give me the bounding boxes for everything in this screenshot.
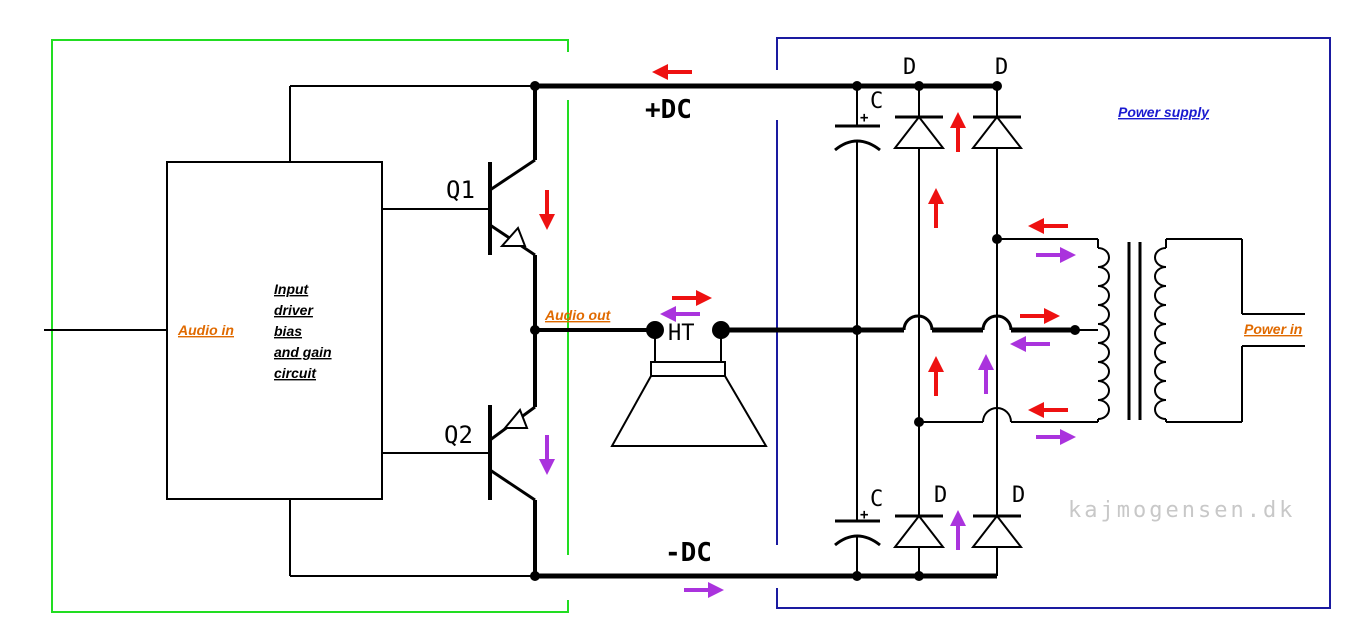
diode-bottom-right-label: D — [1012, 483, 1025, 508]
junction-dot — [530, 571, 540, 581]
speaker-terminal-left — [646, 321, 664, 339]
diode-top-left — [892, 115, 946, 149]
speaker — [610, 338, 768, 447]
diode-top-right-label: D — [995, 55, 1008, 80]
transistor-q2 — [488, 405, 536, 502]
secondary-bottom-wire-hop — [982, 407, 1012, 423]
ht-label: HT — [668, 321, 695, 346]
junction-dot — [530, 81, 540, 91]
current-arrows-purple — [539, 247, 1076, 598]
plus-dc-label: +DC — [645, 95, 692, 125]
capacitor-top-curved-plate — [834, 139, 881, 152]
transistor-q1 — [488, 158, 536, 257]
junction-dot — [852, 81, 862, 91]
circuit-block-line-3: bias — [274, 323, 302, 339]
capacitor-top-plus: + — [860, 110, 868, 126]
audio-out-label: Audio out — [544, 307, 612, 323]
transformer — [1075, 238, 1305, 423]
junction-dot — [914, 571, 924, 581]
current-arrows-red — [539, 64, 1068, 418]
circuit-block-line-4: and gain — [274, 344, 332, 360]
input-driver-block — [166, 161, 383, 500]
power-supply-section-box — [776, 37, 1331, 609]
diode-bottom-left — [892, 514, 946, 548]
diode-top-right — [970, 115, 1024, 149]
circuit-block-line-2: driver — [274, 302, 314, 318]
capacitor-top-label: C — [870, 89, 883, 114]
capacitor-bottom-curved-plate — [834, 534, 881, 547]
circuit-block-line-1: Input — [274, 281, 310, 297]
diode-bottom-right — [970, 514, 1024, 548]
junction-dot — [852, 571, 862, 581]
q2-label: Q2 — [444, 421, 473, 449]
junction-dot — [852, 325, 862, 335]
capacitor-bottom-label: C — [870, 487, 883, 512]
diode-bottom-left-label: D — [934, 483, 947, 508]
amplifier-section-box — [51, 39, 569, 613]
audio-in-label: Audio in — [177, 322, 234, 338]
minus-dc-label: -DC — [665, 538, 712, 568]
power-supply-label: Power supply — [1118, 104, 1210, 120]
capacitor-bottom-plus: + — [860, 507, 868, 523]
circuit-block-line-5: circuit — [274, 365, 317, 381]
junction-dot — [992, 81, 1002, 91]
diode-top-left-label: D — [903, 55, 916, 80]
power-in-label: Power in — [1244, 321, 1302, 337]
junction-dot — [914, 81, 924, 91]
watermark: kajmogensen.dk — [1068, 498, 1295, 523]
junction-dot — [530, 325, 540, 335]
q1-label: Q1 — [446, 176, 475, 204]
